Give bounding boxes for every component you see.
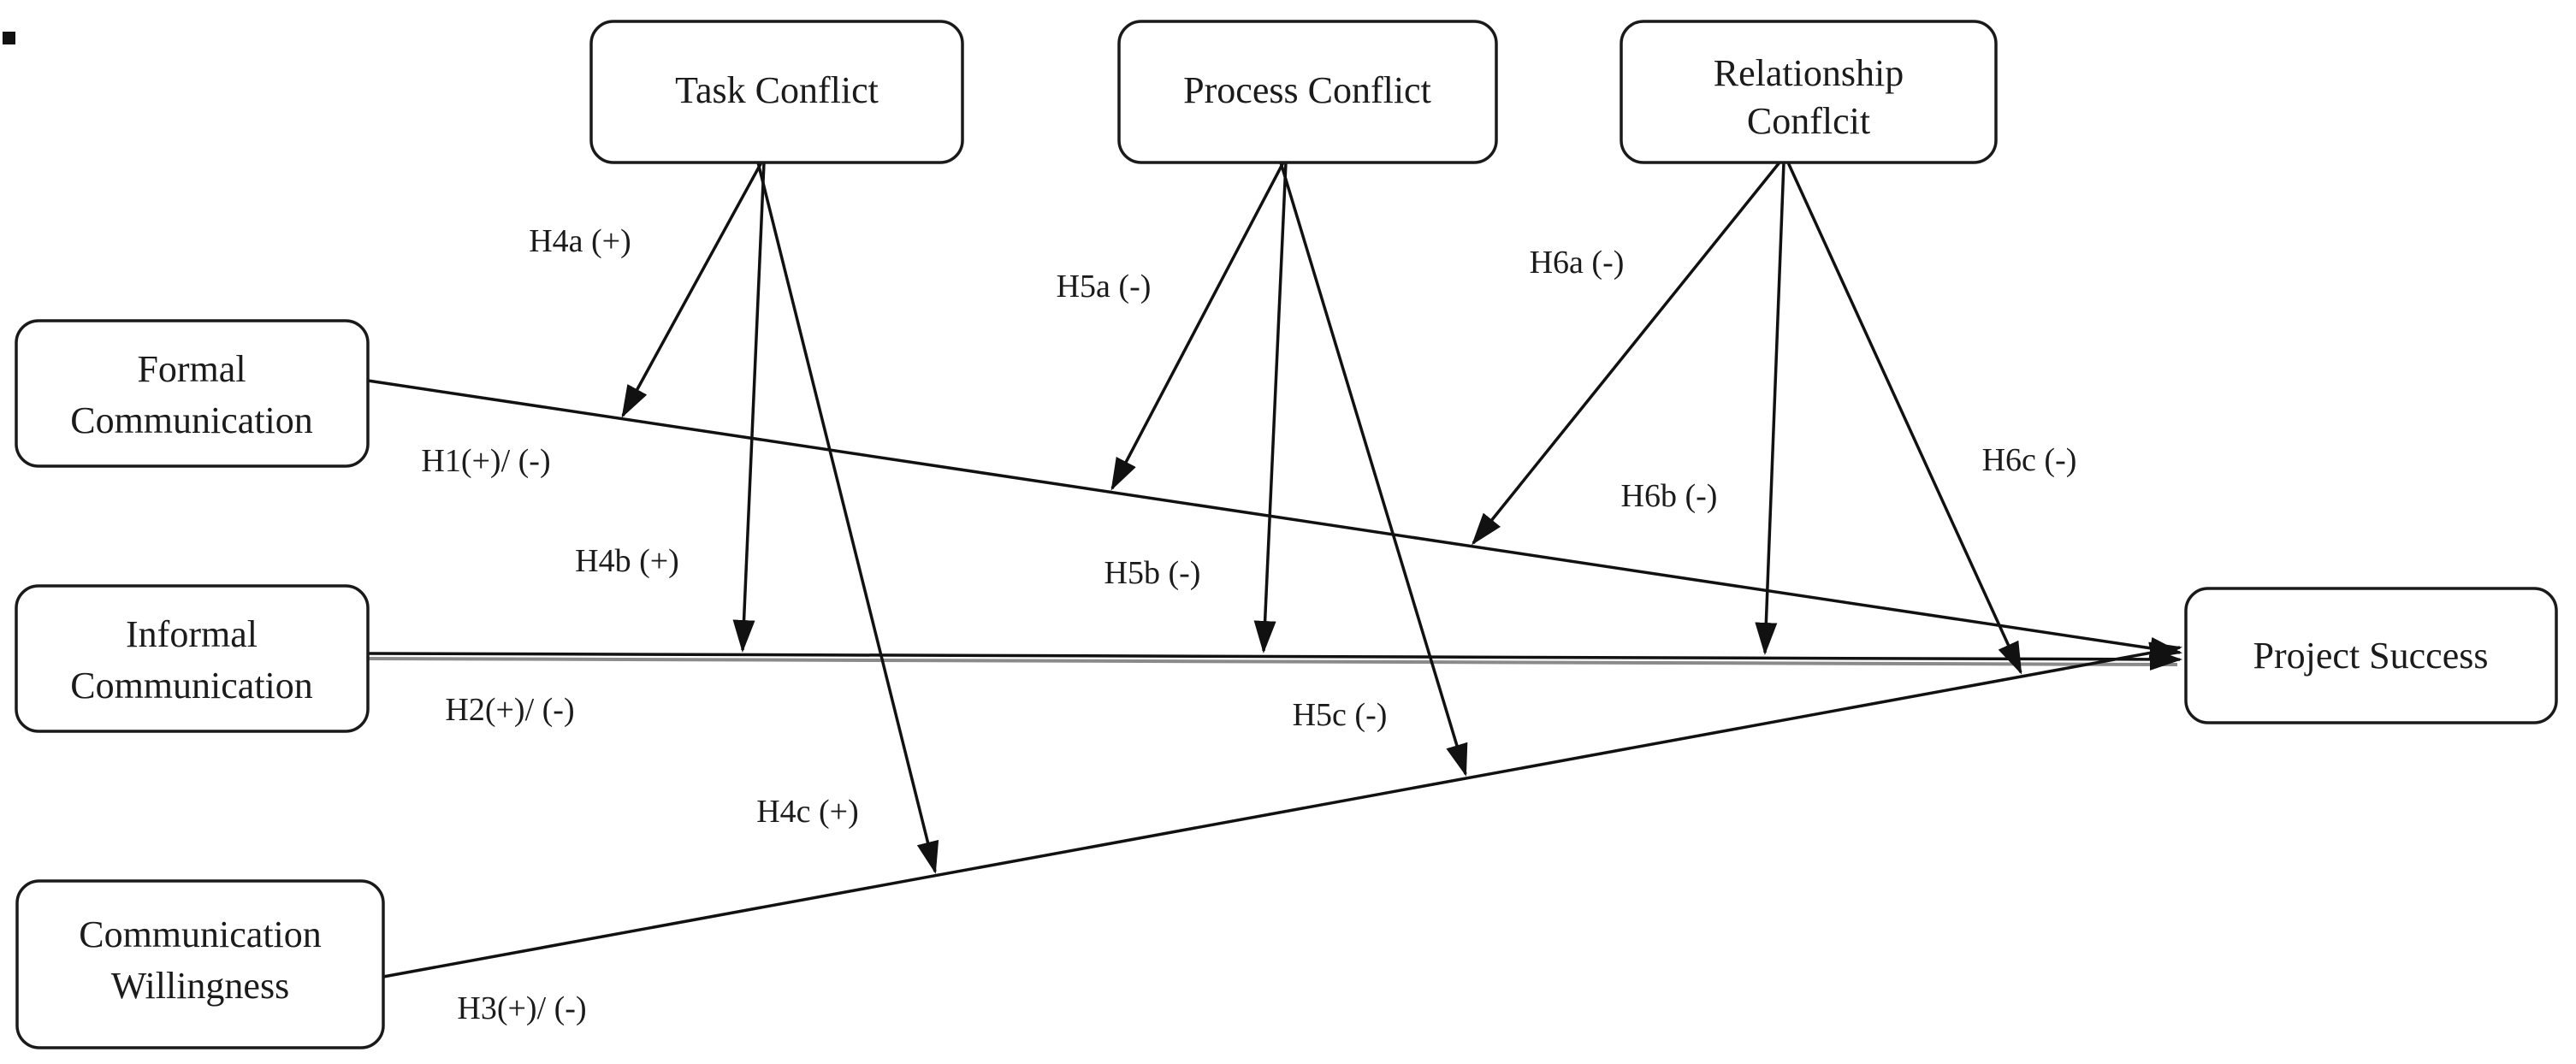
h2-arrow — [367, 647, 2182, 671]
h6a-arrow — [1472, 161, 1781, 546]
relationship-conflict-label-line2: Conflcit — [1747, 100, 1870, 142]
project-success-label: Project Success — [2253, 635, 2489, 677]
process-conflict-box — [1117, 20, 1498, 164]
h3-label: H3(+)/ (-) — [457, 990, 586, 1026]
task-conflict-label: Task Conflict — [675, 69, 879, 111]
h5a-label: H5a (-) — [1057, 269, 1152, 304]
h1-arrow — [367, 379, 2182, 659]
relationship-conflict-label-line1: Relationship — [1714, 52, 1904, 94]
node-informal-communication: Informal Communication — [15, 584, 370, 733]
node-communication-willingness: Communication Willingness — [15, 879, 385, 1049]
h4c-label: H4c (+) — [756, 794, 859, 830]
h4b-label: H4b (+) — [575, 543, 679, 579]
node-task-conflict: Task Conflict — [589, 20, 964, 164]
communication-willingness-label-line2: Willingness — [111, 965, 289, 1007]
h5c-label: H5c (-) — [1293, 697, 1388, 733]
h4a-label: H4a (+) — [529, 223, 631, 259]
h3-arrow — [382, 641, 2182, 978]
informal-communication-label-line1: Informal — [126, 613, 258, 655]
informal-communication-box — [15, 584, 370, 733]
scan-artifact — [3, 32, 15, 44]
informal-communication-label-line2: Communication — [70, 665, 313, 706]
node-process-conflict: Process Conflict — [1117, 20, 1498, 164]
relationship-conflict-box — [1620, 20, 1998, 164]
node-relationship-conflict: Relationship Conflcit — [1620, 20, 1998, 164]
h2-arrow-shadow — [367, 657, 2178, 666]
node-project-success: Project Success — [2184, 587, 2558, 724]
h6c-label: H6c (-) — [1982, 442, 2077, 478]
h1-label: H1(+)/ (-) — [421, 443, 550, 479]
communication-willingness-box — [15, 879, 385, 1049]
h6a-label: H6a (-) — [1530, 245, 1625, 281]
h4c-arrow — [756, 162, 939, 874]
h5b-arrow — [1253, 162, 1288, 653]
project-success-box — [2184, 587, 2558, 724]
process-conflict-label: Process Conflict — [1183, 69, 1431, 111]
h6c-arrow — [1786, 162, 2022, 675]
formal-communication-label-line1: Formal — [137, 348, 246, 390]
task-conflict-box — [589, 20, 964, 164]
h4b-arrow — [732, 162, 766, 653]
node-formal-communication: Formal Communication — [15, 319, 370, 468]
formal-communication-label-line2: Communication — [70, 399, 313, 441]
h5b-label: H5b (-) — [1104, 555, 1201, 591]
communication-willingness-label-line1: Communication — [79, 913, 322, 955]
h6b-arrow — [1755, 162, 1785, 655]
formal-communication-box — [15, 319, 370, 468]
h5c-arrow — [1279, 162, 1468, 777]
h4a-arrow — [621, 162, 763, 418]
h5a-arrow — [1110, 162, 1285, 491]
h2-label: H2(+)/ (-) — [445, 692, 574, 728]
h6b-label: H6b (-) — [1621, 478, 1718, 514]
